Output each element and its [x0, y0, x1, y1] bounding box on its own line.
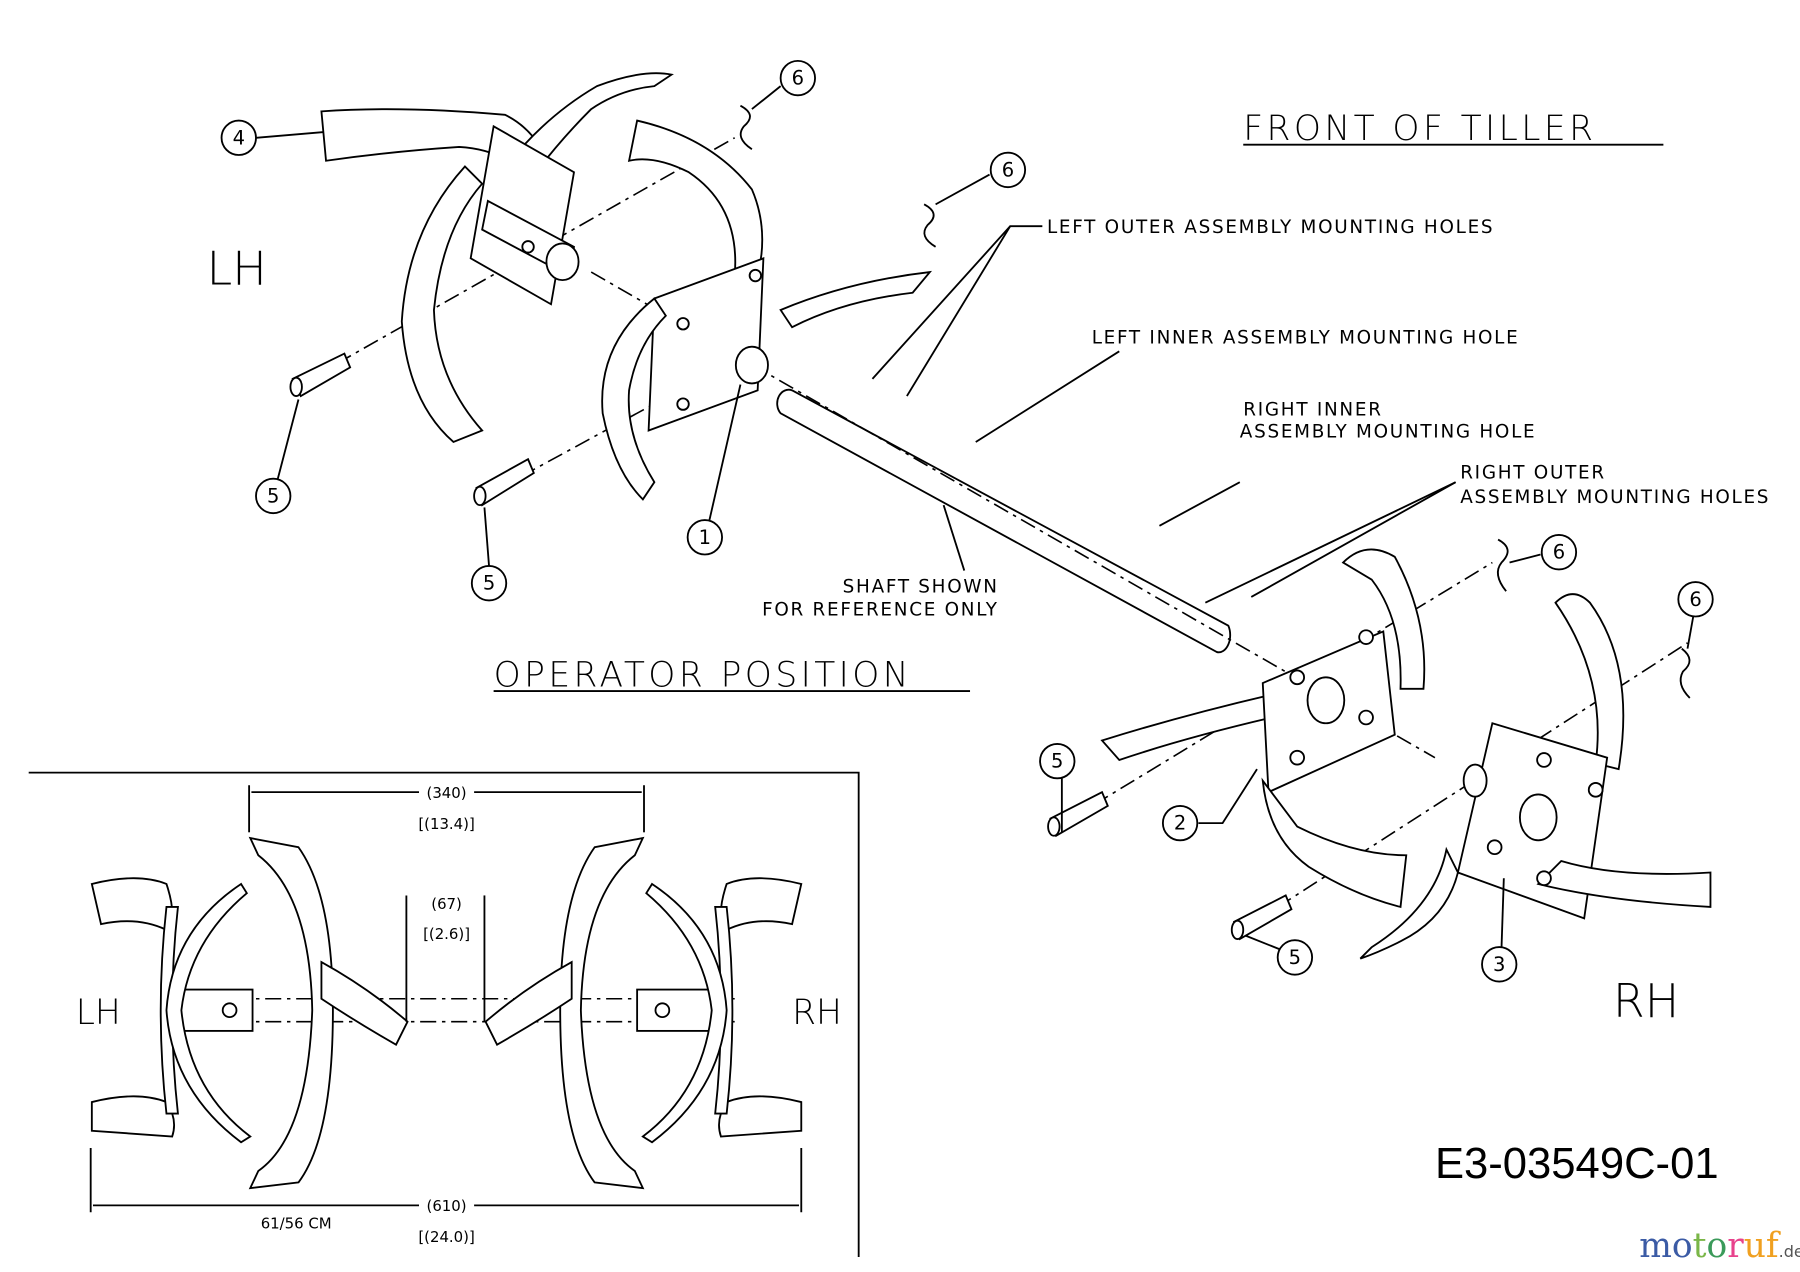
callout-6: 6 — [989, 151, 1027, 189]
lh-label: LH — [207, 242, 267, 296]
note-right-outer: ASSEMBLY MOUNTING HOLES — [1460, 487, 1770, 508]
dim-610-inches: [(24.0)] — [418, 1228, 474, 1246]
svg-text:5: 5 — [267, 484, 279, 507]
dim-610: (610) — [427, 1197, 467, 1215]
callout-6: 6 — [1540, 534, 1578, 571]
note-right-outer: RIGHT OUTER — [1460, 463, 1606, 484]
right-inner-tine-assembly — [1100, 548, 1426, 909]
motoruf-logo: motoruf.de — [1639, 1226, 1800, 1266]
callout-leaders — [255, 85, 1695, 951]
svg-text:3: 3 — [1493, 953, 1505, 976]
callout-5: 5 — [1276, 939, 1314, 976]
note-right-inner: ASSEMBLY MOUNTING HOLE — [1240, 421, 1537, 442]
rh-label: RH — [1613, 974, 1679, 1028]
svg-text:2: 2 — [1174, 812, 1186, 835]
operator-position-heading: OPERATOR POSITION — [494, 656, 912, 696]
operator-view-inset: (340) [(13.4)] (67) [(2.6)] (610) [(24.0… — [28, 771, 860, 1258]
part-number: E3-03549C-01 — [1435, 1140, 1719, 1188]
leader-lines — [871, 225, 1457, 604]
svg-text:6: 6 — [1002, 158, 1014, 181]
left-outer-tine-assembly — [320, 72, 674, 444]
dim-340-inches: [(13.4)] — [418, 815, 474, 833]
svg-text:5: 5 — [1051, 750, 1063, 773]
note-shaft: SHAFT SHOWN — [843, 576, 999, 597]
note-left-outer: LEFT OUTER ASSEMBLY MOUNTING HOLES — [1047, 217, 1494, 238]
dim-67: (67) — [431, 895, 462, 913]
callout-bubbles: 6 6 6 6 4 5 5 5 5 1 2 3 — [220, 59, 1714, 983]
dim-67-inches: [(2.6)] — [423, 925, 470, 943]
callout-2: 2 — [1161, 804, 1199, 842]
callout-5: 5 — [255, 477, 292, 515]
svg-text:6: 6 — [792, 67, 804, 90]
callout-6: 6 — [1677, 581, 1714, 618]
callout-4: 4 — [220, 119, 257, 156]
svg-text:5: 5 — [1289, 946, 1301, 969]
svg-text:1: 1 — [699, 526, 711, 549]
svg-text:6: 6 — [1553, 541, 1565, 564]
front-of-tiller-heading: FRONT OF TILLER — [1243, 109, 1596, 149]
callout-5: 5 — [1039, 742, 1076, 780]
left-inner-tine-assembly — [601, 119, 933, 501]
note-shaft: FOR REFERENCE ONLY — [762, 599, 999, 620]
clevis-pins — [289, 352, 1293, 941]
hairpin-clips — [739, 104, 1691, 699]
dim-cm: 61/56 CM — [261, 1214, 332, 1232]
callout-6: 6 — [779, 59, 816, 97]
svg-text:motoruf.de: motoruf.de — [1639, 1226, 1800, 1266]
callout-3: 3 — [1481, 946, 1518, 983]
right-outer-tine-assembly — [1359, 593, 1712, 960]
dim-340: (340) — [427, 784, 467, 802]
callout-1: 1 — [686, 519, 723, 556]
svg-text:5: 5 — [483, 572, 495, 595]
inset-lh-label: LH — [76, 993, 121, 1033]
inset-rh-label: RH — [792, 993, 842, 1033]
note-left-inner: LEFT INNER ASSEMBLY MOUNTING HOLE — [1092, 327, 1520, 348]
callout-5: 5 — [470, 565, 508, 602]
svg-text:6: 6 — [1689, 588, 1701, 611]
svg-text:4: 4 — [233, 126, 245, 149]
note-right-inner: RIGHT INNER — [1243, 400, 1382, 421]
